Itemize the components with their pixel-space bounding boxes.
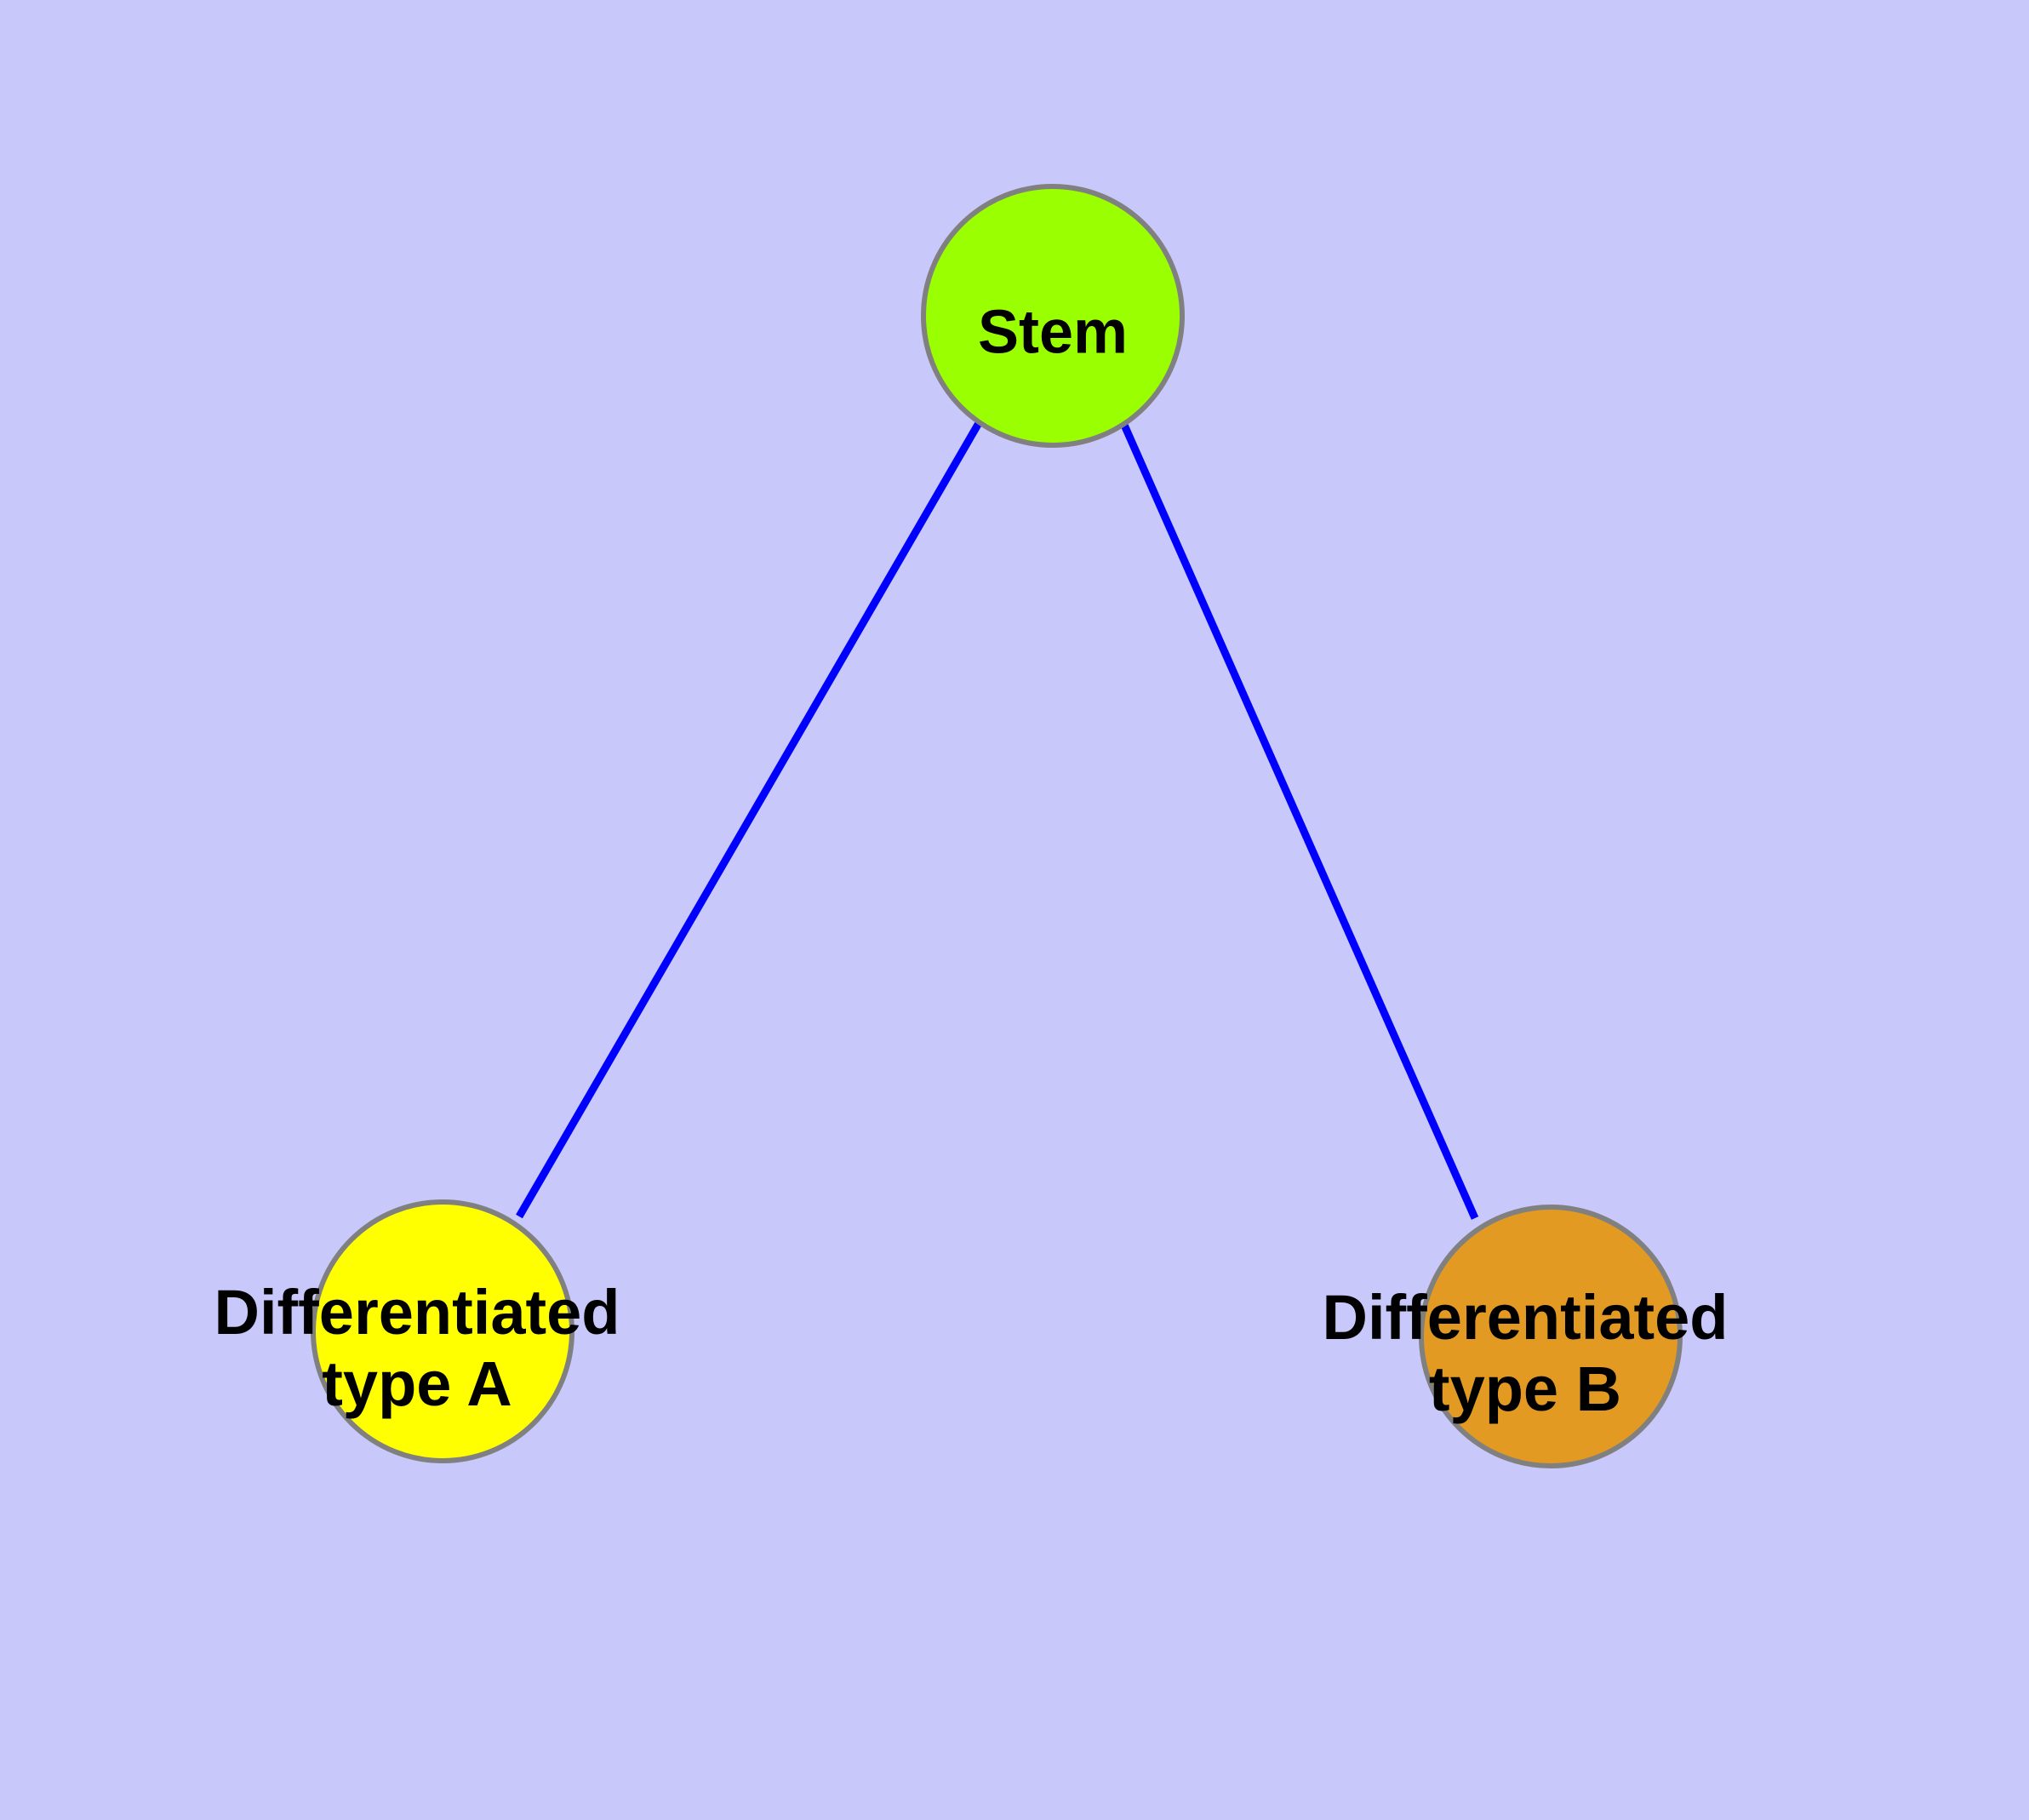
node-label-line: type B <box>1429 1354 1621 1424</box>
edge-stem-a[interactable] <box>516 421 982 1219</box>
node-circle-diff_a[interactable] <box>311 1199 574 1463</box>
node-label-stem: Stem <box>978 298 1128 366</box>
edges-group <box>516 421 1479 1220</box>
node-circle-stem[interactable] <box>921 184 1185 448</box>
edge-stem-b[interactable] <box>1119 421 1479 1220</box>
node-label-line: Stem <box>978 298 1128 366</box>
node-label-line: type A <box>322 1348 512 1419</box>
node-label-line: Differentiated <box>1323 1282 1729 1353</box>
nodes-group <box>311 184 1683 1468</box>
node-label-line: Differentiated <box>214 1277 620 1348</box>
node-circle-diff_b[interactable] <box>1419 1205 1683 1468</box>
